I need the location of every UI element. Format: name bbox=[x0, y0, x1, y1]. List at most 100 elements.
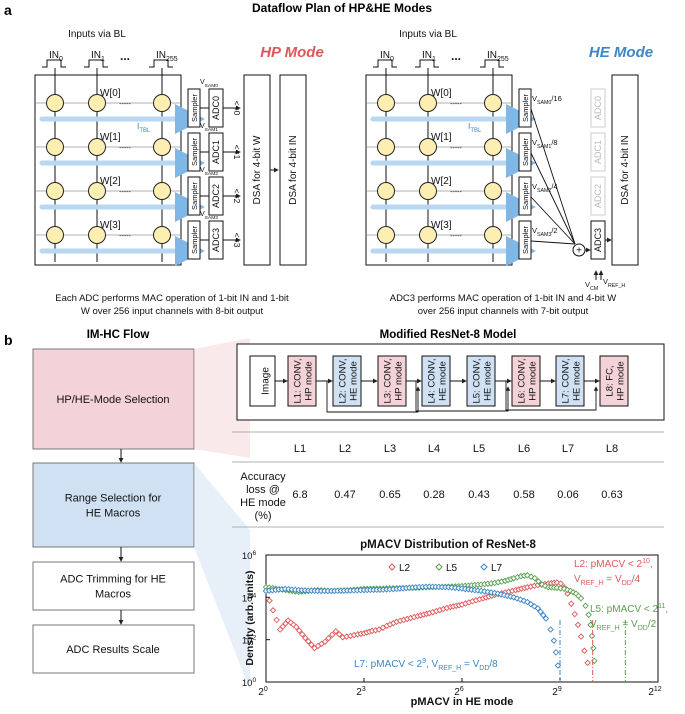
shift-label: <<3 bbox=[232, 233, 242, 248]
vsam-label: VSAM2​/4 bbox=[532, 182, 558, 194]
data-point bbox=[308, 641, 315, 648]
table-value: 0.58 bbox=[513, 489, 534, 501]
cell-circle bbox=[484, 138, 502, 156]
superscript: 6 bbox=[252, 550, 256, 557]
adc-label: ADC3 bbox=[211, 228, 221, 252]
subscript: REF_H bbox=[597, 625, 620, 632]
layer-box bbox=[466, 355, 496, 407]
sampler-label: Sampler bbox=[521, 182, 530, 210]
subscript: 0 bbox=[390, 56, 394, 63]
data-point bbox=[588, 632, 596, 640]
wire bbox=[530, 240, 576, 245]
sampler-box bbox=[518, 88, 532, 128]
superscript: 4 bbox=[252, 592, 256, 599]
text-part: V bbox=[200, 79, 205, 86]
table-value: 0.63 bbox=[601, 489, 622, 501]
data-point bbox=[321, 638, 329, 645]
superscript: 0 bbox=[264, 686, 268, 693]
data-point bbox=[577, 633, 585, 640]
weight-label: W[3] bbox=[100, 220, 121, 231]
text-part: /2 bbox=[648, 619, 657, 630]
he-mode-diagram: Inputs via BLIN0​IN1​IN255​...W[0]-----S… bbox=[365, 29, 653, 317]
weight-label: W[1] bbox=[431, 132, 452, 143]
skip-connection bbox=[505, 381, 599, 411]
text-part: 2 bbox=[552, 687, 558, 698]
table-value: 0.06 bbox=[557, 489, 578, 501]
subscript: REF_H bbox=[438, 665, 461, 672]
caption-line: Each ADC performs MAC operation of 1-bit… bbox=[55, 293, 289, 304]
sampler-label: Sampler bbox=[521, 94, 530, 122]
cell-dashes: ----- bbox=[119, 233, 131, 240]
shift-label: <<0 bbox=[232, 101, 242, 116]
input-label: IN0​ bbox=[380, 50, 394, 63]
text-part: 2 bbox=[258, 687, 264, 698]
wire bbox=[530, 196, 576, 245]
weight-label: W[0] bbox=[431, 88, 452, 99]
y-axis-label: Density (arb. units) bbox=[244, 570, 256, 665]
text-part: /2 bbox=[551, 226, 557, 235]
flow-step-box bbox=[32, 624, 195, 674]
adc-box bbox=[590, 132, 606, 172]
y-tick-label: 100​ bbox=[242, 677, 257, 689]
layer-box bbox=[511, 355, 541, 407]
text-part: , bbox=[665, 604, 668, 615]
adc-label: ADC1 bbox=[593, 140, 603, 164]
series-L7 bbox=[262, 583, 562, 669]
data-point bbox=[574, 621, 582, 629]
cell-circle bbox=[419, 182, 437, 200]
table-value: 0.65 bbox=[379, 489, 400, 501]
subscript: 255 bbox=[497, 56, 509, 63]
x-tick-label: 29​ bbox=[552, 686, 562, 698]
caption-line: W over 256 input channels with 8-bit out… bbox=[81, 306, 264, 317]
layer-label: L5: CONV, bbox=[472, 358, 483, 403]
cell-dashes: ----- bbox=[119, 189, 131, 196]
text-part: , V bbox=[426, 659, 439, 670]
text-part: V bbox=[200, 167, 205, 174]
superscript: 10 bbox=[642, 558, 650, 565]
table-row-label: loss @ bbox=[246, 484, 280, 496]
input-label: IN255​ bbox=[156, 50, 178, 63]
data-point bbox=[547, 626, 554, 633]
superscript: 2 bbox=[252, 635, 256, 642]
legend-label: L7 bbox=[491, 563, 503, 574]
text-part: V bbox=[590, 619, 597, 630]
layer-label: L8: FC, bbox=[605, 365, 616, 396]
text-part: 10 bbox=[242, 593, 253, 604]
text-part: V bbox=[532, 94, 537, 103]
vsam-label: VSAM2​ bbox=[200, 167, 218, 177]
table-header: L7 bbox=[562, 443, 574, 455]
flow-step-label: HP/HE-Mode Selection bbox=[56, 394, 169, 406]
table-header: L1 bbox=[294, 443, 306, 455]
input-label: IN0​ bbox=[49, 50, 63, 63]
layer-box bbox=[599, 355, 629, 407]
table-header: L2 bbox=[339, 443, 351, 455]
flow-step-label: HE Macros bbox=[86, 508, 141, 520]
subscript: SAM3 bbox=[537, 232, 551, 238]
layer-label: HE mode bbox=[572, 361, 583, 401]
cell-dashes: ----- bbox=[119, 101, 131, 108]
data-point bbox=[577, 595, 585, 602]
legend-label: L5 bbox=[446, 563, 458, 574]
inputs-title: Inputs via BL bbox=[68, 29, 126, 40]
text-part: IN bbox=[380, 50, 390, 61]
layer-label: HE mode bbox=[438, 361, 449, 401]
text-part: = V bbox=[604, 574, 622, 585]
cell-dashes: ----- bbox=[119, 145, 131, 152]
annotation-L7: L7: pMACV < 29​, VREF_H​ = VDD​/8 bbox=[354, 658, 498, 672]
caption-line: over 256 input channels with 7-bit outpu… bbox=[418, 306, 589, 317]
subscript: TBL bbox=[139, 128, 151, 134]
text-part: L5: pMACV < 2 bbox=[590, 604, 659, 615]
layer-label: L2: CONV, bbox=[338, 358, 349, 403]
input-label: IN255​ bbox=[487, 50, 509, 63]
x-axis-label: pMACV in HE mode bbox=[411, 696, 514, 708]
text-part: V bbox=[574, 574, 581, 585]
subscript: DD bbox=[622, 580, 632, 587]
model-title: Modified ResNet-8 Model bbox=[380, 329, 517, 341]
ellipsis: ... bbox=[451, 49, 461, 63]
x-tick-label: 23​ bbox=[356, 686, 366, 698]
he-mode-title: HE Mode bbox=[589, 44, 653, 61]
panel-a-title: Dataflow Plan of HP&HE Modes bbox=[252, 1, 432, 15]
adc-label: ADC0 bbox=[211, 96, 221, 120]
